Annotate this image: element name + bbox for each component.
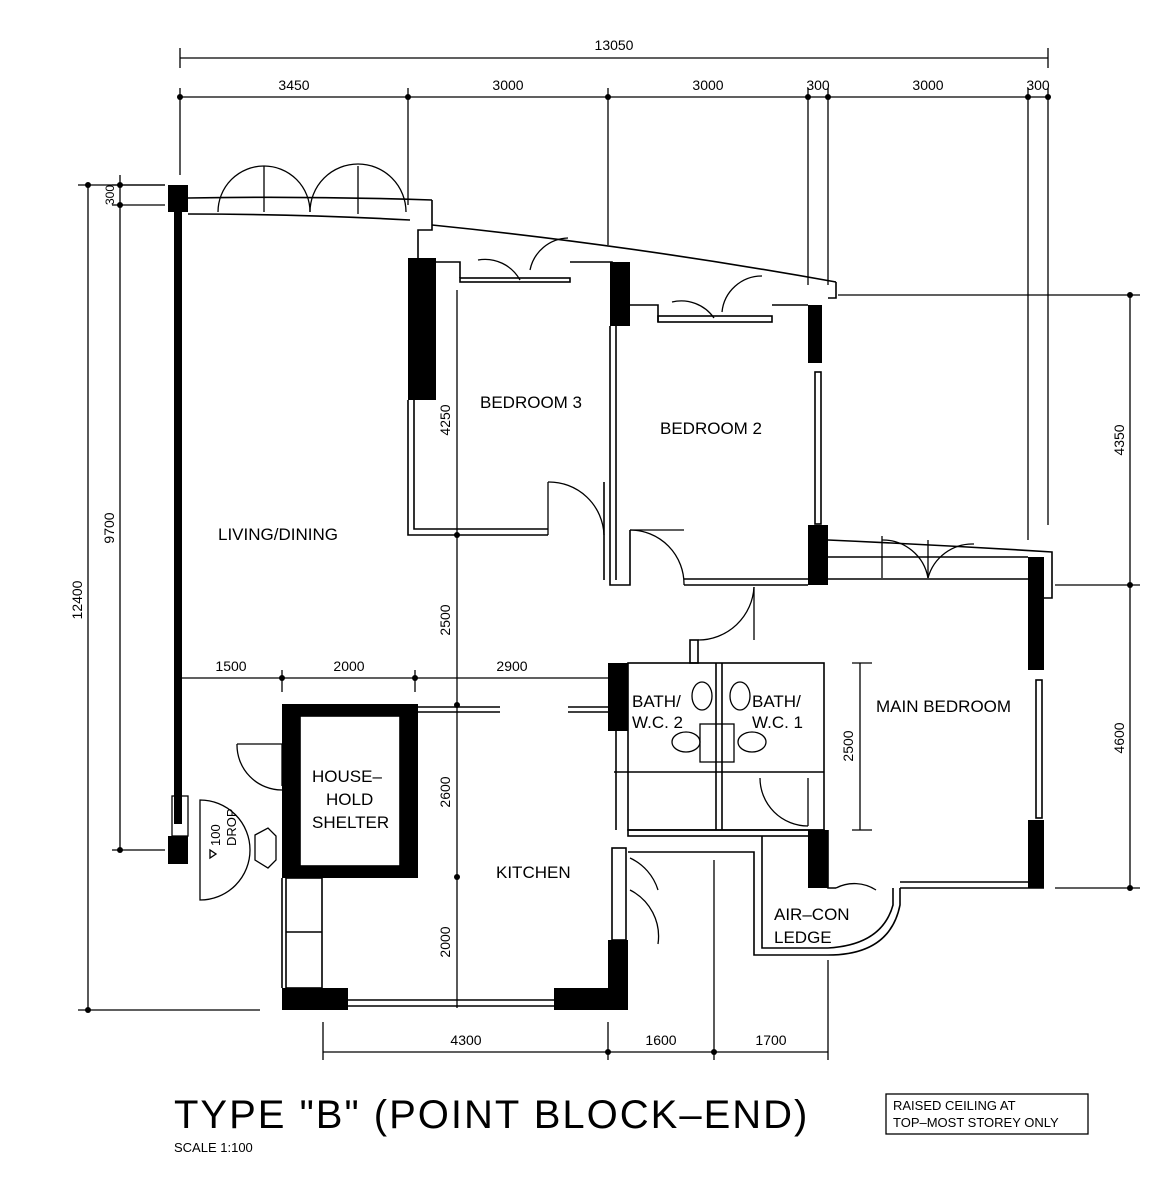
- dim-row-2900: 2900: [496, 658, 527, 674]
- dim-bottom-4300: 4300: [450, 1032, 481, 1048]
- dim-kitchen-2000: 2000: [437, 926, 453, 957]
- room-labels: LIVING/DINING BEDROOM 3 BEDROOM 2 MAIN B…: [208, 393, 1011, 947]
- bath-fixtures: [671, 681, 767, 763]
- note-line-2: TOP–MOST STOREY ONLY: [893, 1115, 1059, 1130]
- dim-top-1: 3450: [278, 77, 309, 93]
- label-shelter-2: HOLD: [326, 790, 373, 809]
- dim-overall-width: 13050: [595, 37, 634, 53]
- label-shelter-3: SHELTER: [312, 813, 389, 832]
- dim-bedroom3-depth: 4250: [437, 404, 453, 435]
- label-bedroom3: BEDROOM 3: [480, 393, 582, 412]
- note-line-1: RAISED CEILING AT: [893, 1098, 1016, 1113]
- label-drop-2: DROP: [224, 808, 239, 846]
- dim-bath-2500: 2500: [840, 730, 856, 761]
- label-main-bedroom: MAIN BEDROOM: [876, 697, 1011, 716]
- label-bath1-2: W.C. 1: [752, 713, 803, 732]
- plan-scale: SCALE 1:100: [174, 1140, 253, 1155]
- label-aircon-2: LEDGE: [774, 928, 832, 947]
- dim-row-1500: 1500: [215, 658, 246, 674]
- dimension-labels: 13050 3450 3000 3000 300 3000 300 12400 …: [69, 37, 1127, 1048]
- label-bath2-2: W.C. 2: [632, 713, 683, 732]
- label-drop-1: 100: [208, 824, 223, 846]
- dim-living-2500: 2500: [437, 604, 453, 635]
- dim-bottom-1700: 1700: [755, 1032, 786, 1048]
- dim-left-300: 300: [103, 185, 117, 205]
- dim-right-4350: 4350: [1111, 424, 1127, 455]
- dim-kitchen-2600: 2600: [437, 776, 453, 807]
- dim-bottom-1600: 1600: [645, 1032, 676, 1048]
- dim-top-3: 3000: [692, 77, 723, 93]
- doors-windows: [171, 163, 975, 945]
- plan-title: TYPE "B" (POINT BLOCK–END): [174, 1093, 809, 1137]
- dim-left-9700: 9700: [101, 512, 117, 543]
- label-kitchen: KITCHEN: [496, 863, 571, 882]
- dim-top-2: 3000: [492, 77, 523, 93]
- dim-top-6: 300: [1026, 77, 1050, 93]
- dim-top-5: 3000: [912, 77, 943, 93]
- label-aircon-1: AIR–CON: [774, 905, 850, 924]
- label-bath2-1: BATH/: [632, 692, 681, 711]
- label-bedroom2: BEDROOM 2: [660, 419, 762, 438]
- dim-right-4600: 4600: [1111, 722, 1127, 753]
- dimension-lines: [78, 48, 1140, 1060]
- note-box: [885, 1093, 1089, 1135]
- label-bath1-1: BATH/: [752, 692, 801, 711]
- walls: [168, 185, 1053, 1010]
- dim-top-4: 300: [806, 77, 830, 93]
- dim-row-2000: 2000: [333, 658, 364, 674]
- dim-overall-depth: 12400: [69, 580, 85, 619]
- label-shelter-1: HOUSE–: [312, 767, 382, 786]
- label-living-dining: LIVING/DINING: [218, 525, 338, 544]
